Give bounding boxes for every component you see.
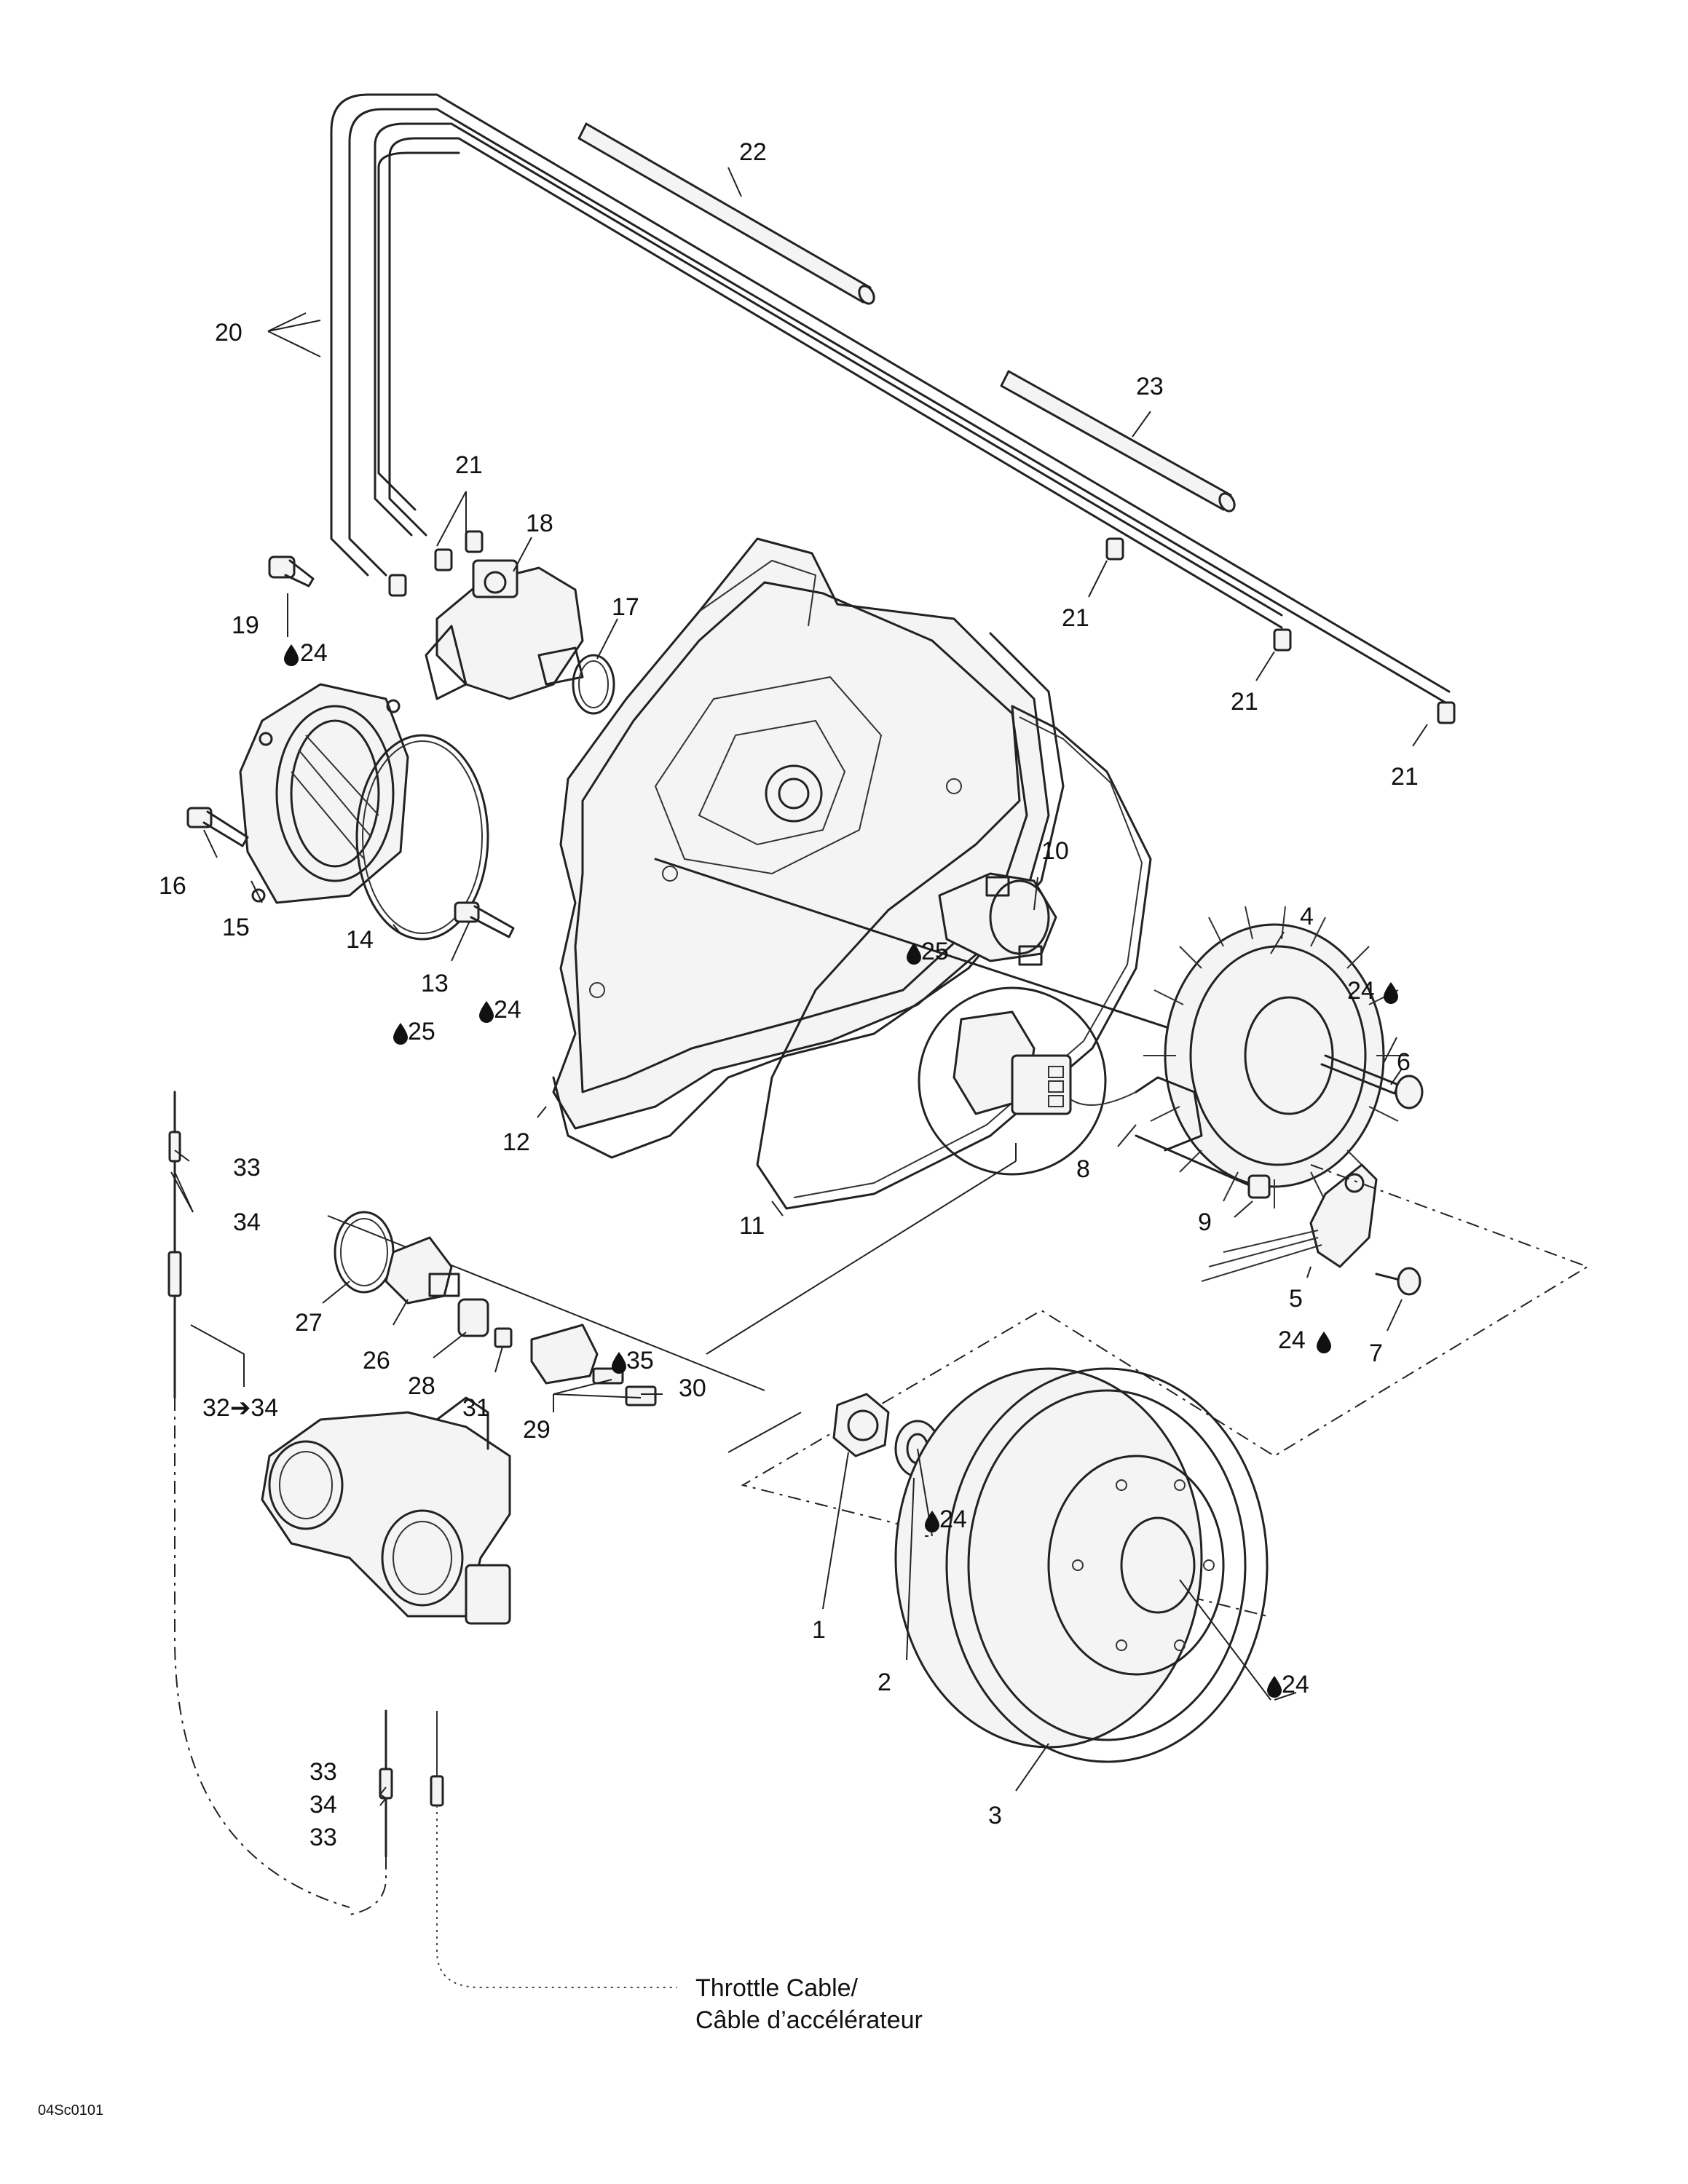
callout-21a: 21: [455, 451, 483, 479]
nut-1: [832, 1393, 890, 1457]
callout-30: 30: [679, 1374, 706, 1402]
callout-24d: 24: [1278, 1326, 1306, 1354]
callout-25b: 25: [408, 1018, 435, 1045]
callout-4: 4: [1300, 903, 1314, 930]
clamp-21-group: [388, 530, 1456, 724]
callout-28: 28: [408, 1372, 435, 1400]
callout-20: 20: [215, 319, 242, 347]
callout-1: 1: [812, 1616, 826, 1644]
callout-21b: 21: [1062, 604, 1089, 632]
callout-12: 12: [502, 1128, 530, 1156]
callout-18: 18: [526, 510, 553, 537]
seal-27: [334, 1211, 395, 1294]
callout-33c: 33: [309, 1824, 337, 1851]
callout-3: 3: [988, 1802, 1002, 1829]
o-ring-17: [572, 654, 615, 715]
sensor-5: [1201, 1163, 1378, 1282]
coupler-10: [938, 872, 1057, 966]
callout-21c: 21: [1231, 688, 1258, 716]
callout-29: 29: [523, 1416, 551, 1444]
callout-17: 17: [612, 593, 639, 621]
callout-33a: 33: [233, 1154, 261, 1182]
bolt-6: [1320, 1054, 1424, 1109]
throttle-body-15: [239, 683, 409, 904]
caption-line-1: Throttle Cable/: [695, 1974, 859, 2002]
detail-circle: [918, 986, 1107, 1176]
wire-8: [1135, 1076, 1203, 1152]
callout-10: 10: [1041, 837, 1069, 865]
leader-lines: [170, 167, 1428, 1806]
callout-13: 13: [421, 970, 449, 997]
callout-34a: 34: [233, 1208, 261, 1236]
callout-34b: 34: [309, 1791, 337, 1819]
bolt-13: [454, 901, 515, 938]
callout-2: 2: [877, 1669, 891, 1696]
drop-icon: [907, 943, 921, 965]
lock-31: [494, 1327, 513, 1348]
callout-16: 16: [159, 872, 186, 900]
callout-23: 23: [1136, 373, 1164, 400]
callout-6: 6: [1397, 1048, 1411, 1076]
callout-24c: 24: [1347, 977, 1375, 1005]
stator-4: [1143, 906, 1409, 1208]
connector-exploded-box: [327, 1143, 1017, 1453]
callout-21d: 21: [1391, 763, 1419, 791]
tube-23: [1000, 370, 1236, 513]
callout-labels: 1 2 3 4 5 6 7 8 9 10 11 12 13 14 15 16 1…: [159, 138, 1419, 1851]
drop-icon: [612, 1352, 626, 1374]
bolt-19: [268, 555, 315, 587]
sensor-18: [425, 559, 584, 700]
callout-24b: 24: [494, 996, 521, 1024]
callout-15: 15: [222, 914, 250, 941]
o-ring-14: [355, 734, 489, 941]
callout-19: 19: [232, 612, 259, 639]
throttle-assembly: [261, 1396, 511, 1625]
tube-22: [577, 122, 875, 305]
connector-detail: [953, 1010, 1137, 1115]
connector-26: [384, 1236, 460, 1305]
bolt-16: [186, 807, 249, 847]
callout-27: 27: [295, 1309, 323, 1337]
flywheel-3: [894, 1367, 1269, 1763]
drop-icon: [1384, 982, 1398, 1004]
callout-24e: 24: [939, 1506, 967, 1533]
callout-32: 32➔34: [202, 1394, 278, 1422]
callout-8: 8: [1076, 1155, 1090, 1183]
callout-31: 31: [462, 1394, 490, 1422]
gasket-11: [756, 705, 1152, 1210]
caption-line-2: Câble d’accélérateur: [695, 2006, 923, 2034]
callout-24f: 24: [1282, 1671, 1309, 1698]
bolt-7: [1375, 1267, 1421, 1296]
gasket-12: [552, 632, 1065, 1159]
callout-22: 22: [739, 138, 767, 166]
drop-icon: [1267, 1676, 1282, 1698]
drop-icon: [284, 644, 299, 666]
callout-33b: 33: [309, 1758, 337, 1786]
callout-24a: 24: [300, 639, 328, 667]
bolt-9: [1135, 1134, 1271, 1199]
callout-26: 26: [363, 1347, 390, 1374]
engine-housing: [552, 537, 1050, 1130]
callout-5: 5: [1289, 1285, 1303, 1313]
drop-icon: [925, 1511, 939, 1532]
callout-9: 9: [1198, 1208, 1212, 1236]
drop-icon: [393, 1023, 408, 1045]
drop-icons: [284, 644, 1398, 1698]
hose-pair-20: [330, 93, 1451, 706]
grommet-28: [457, 1298, 489, 1337]
callout-11: 11: [739, 1212, 765, 1240]
callout-7: 7: [1369, 1340, 1383, 1367]
drop-icon: [479, 1001, 494, 1023]
housing-29: [530, 1324, 657, 1406]
drop-icon: [1317, 1332, 1331, 1353]
callout-35: 35: [626, 1347, 654, 1374]
callout-25a: 25: [921, 938, 949, 965]
figure-code: 04Sc0101: [38, 2102, 103, 2118]
callout-14: 14: [346, 926, 374, 954]
